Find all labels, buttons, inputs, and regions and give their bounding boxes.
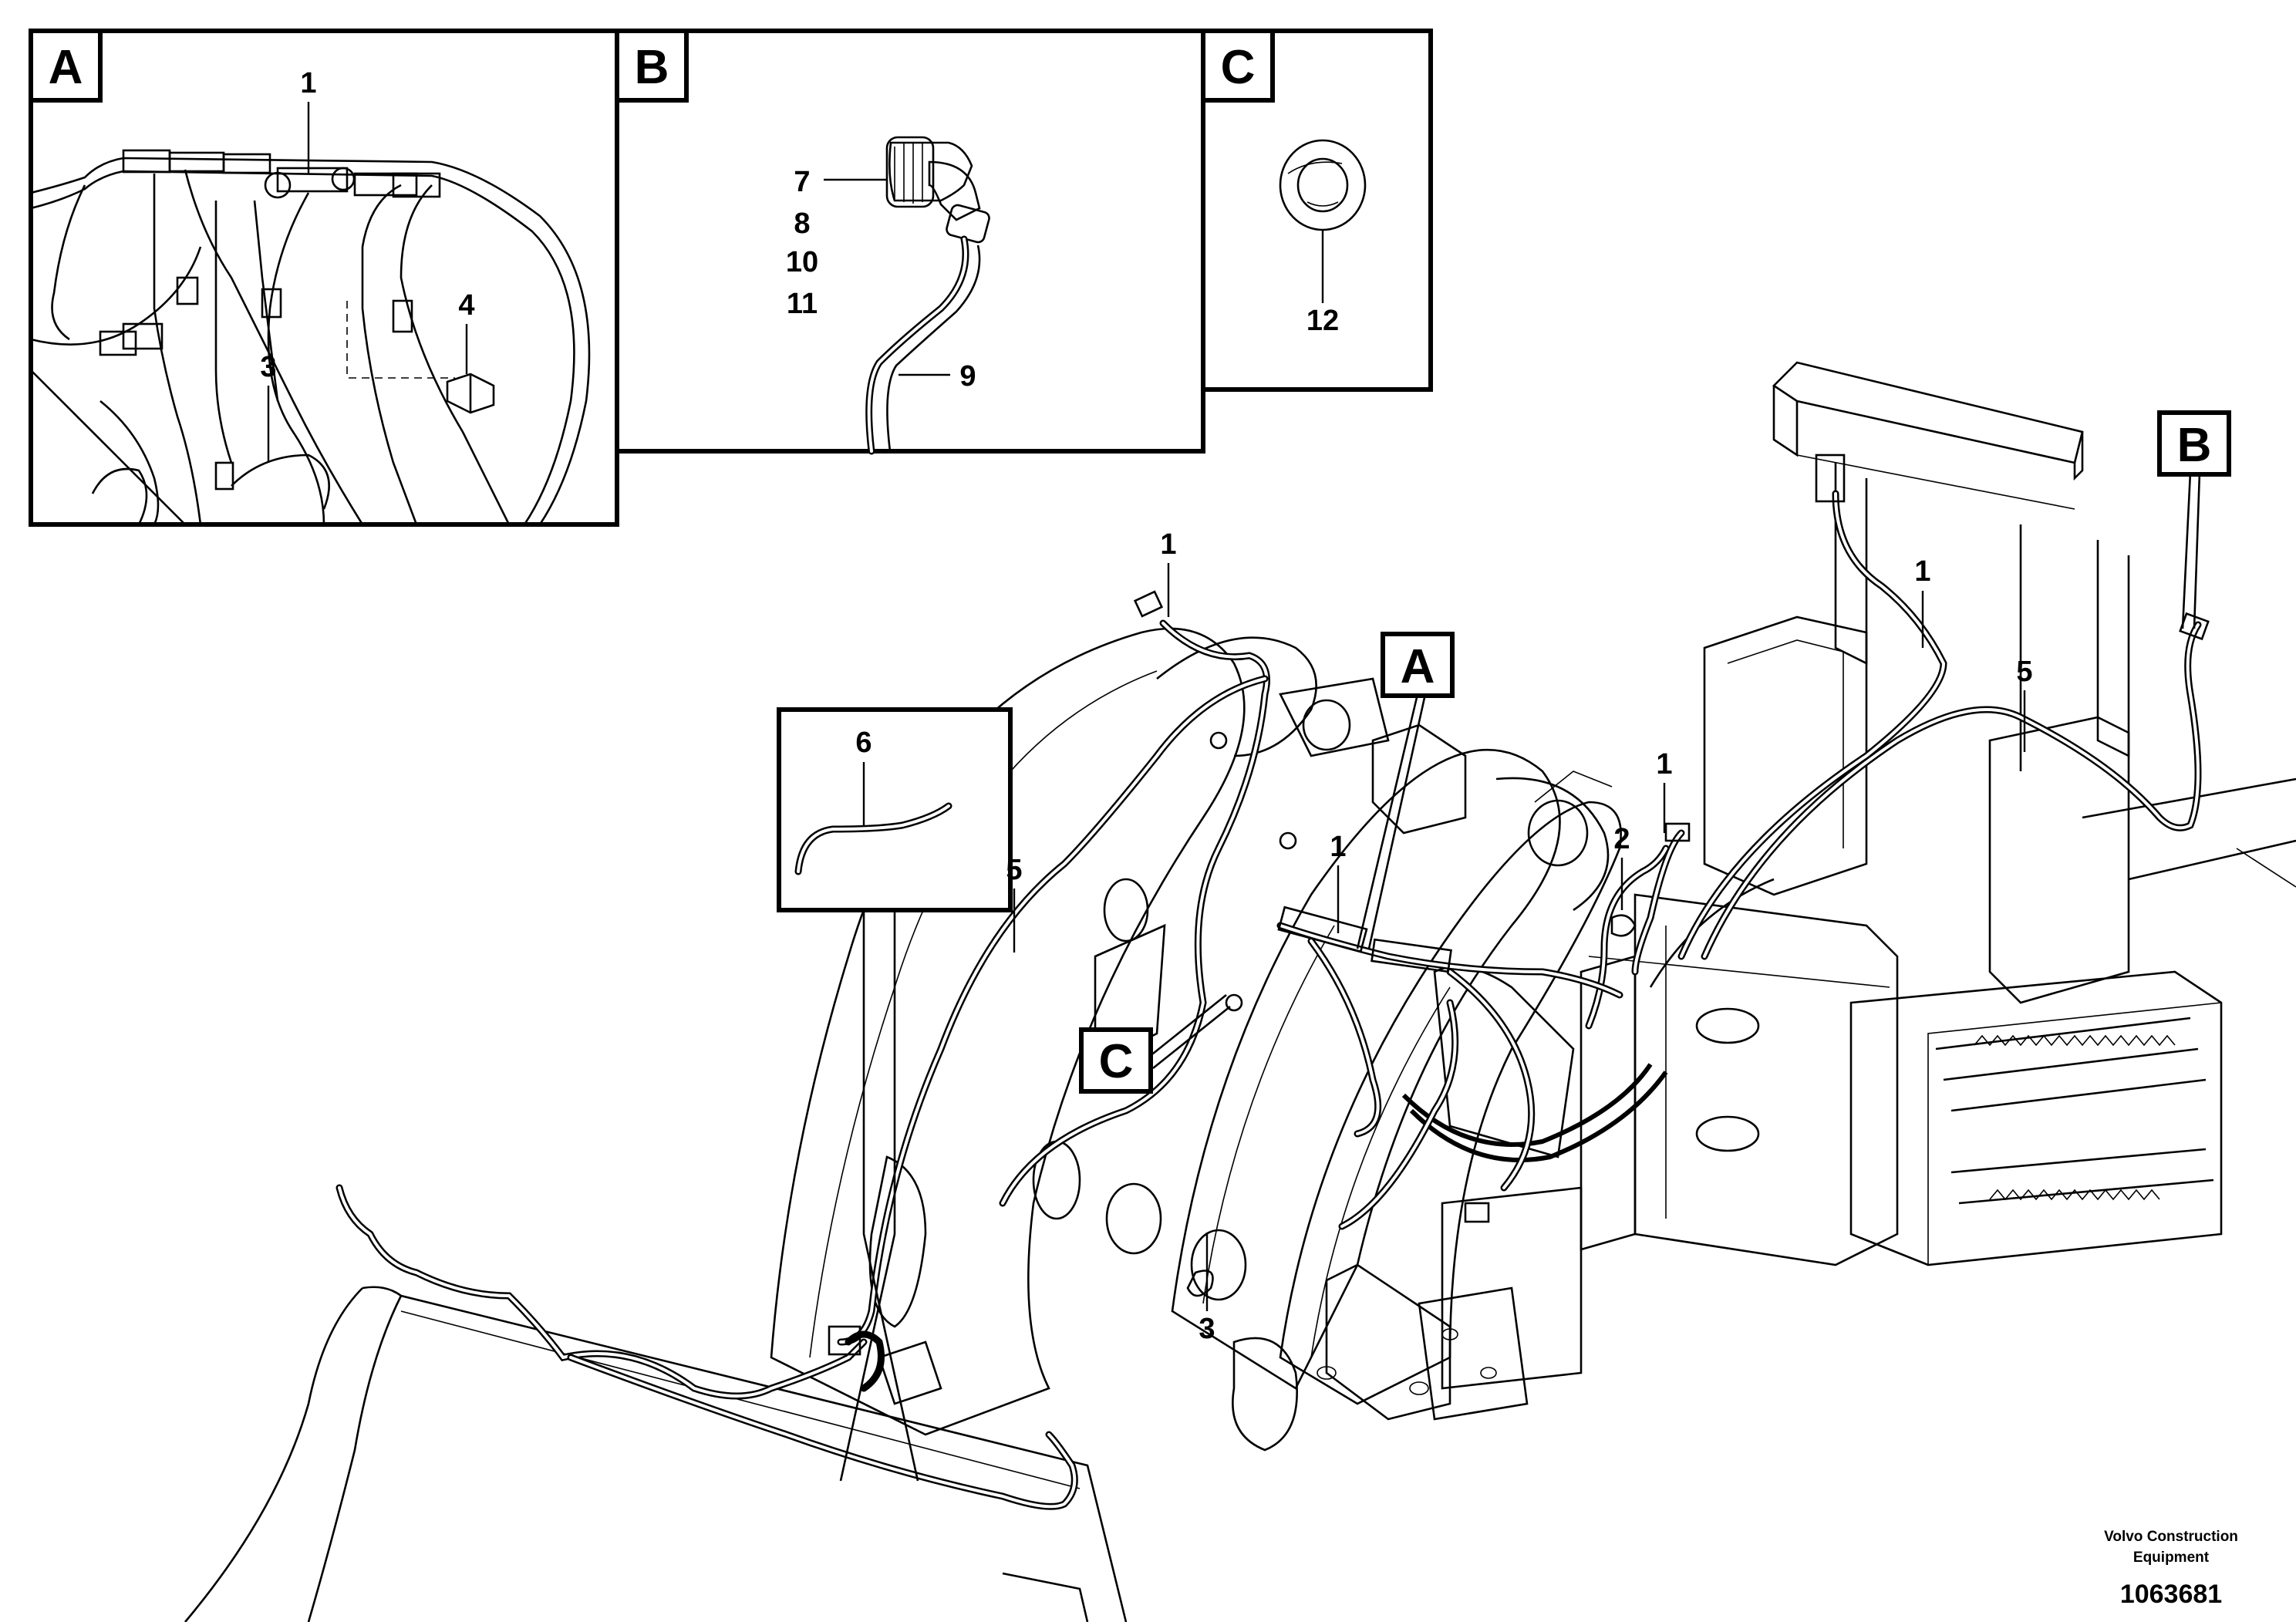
detail-view-c: C 12 <box>1201 29 1433 392</box>
main-tag-a-label: A <box>1401 640 1435 693</box>
bucket <box>184 1286 1128 1622</box>
main-callout-1-right: 1 <box>1656 748 1672 781</box>
detail-b-callout-11: 11 <box>787 288 818 320</box>
detail-c-callout-12: 12 <box>1306 305 1339 337</box>
detail-b-callout-10: 10 <box>786 246 818 278</box>
cable-harness-5 <box>335 490 2202 1510</box>
main-callout-1-center: 1 <box>1330 831 1346 863</box>
right-lift-arm <box>1279 771 1622 1421</box>
hose-detail-6: 6 <box>777 707 1013 1482</box>
detail-b-callout-9: 9 <box>959 360 976 393</box>
detail-a-callout-3: 3 <box>260 351 276 383</box>
hose-section-icon <box>794 802 952 875</box>
main-tag-c-label: C <box>1099 1035 1134 1088</box>
detail-a-tag: A <box>49 41 83 94</box>
main-tag-c: C <box>1079 993 1231 1094</box>
detail-a-callout-1: 1 <box>300 67 316 99</box>
rear-frame <box>1441 361 2296 1390</box>
main-callout-5-left: 5 <box>1006 854 1022 886</box>
main-callouts: 1 1 1 1 5 5 2 3 <box>1006 528 2032 1345</box>
detail-b-tag: B <box>635 41 669 94</box>
tilt-linkage <box>1105 677 1610 1452</box>
bolt-icon <box>446 373 495 414</box>
hydraulic-lines <box>1401 878 1775 1162</box>
footer: Volvo Construction Equipment 1063681 <box>2104 1529 2238 1609</box>
main-tag-a: A <box>1356 632 1455 949</box>
detail-b-callout-7: 7 <box>794 166 810 198</box>
main-callout-3: 3 <box>1199 1313 1215 1345</box>
main-tag-b-label: B <box>2177 419 2212 472</box>
hose-callout-6: 6 <box>855 727 872 759</box>
main-tag-b: B <box>2157 410 2231 629</box>
main-callout-1-top: 1 <box>1160 528 1176 561</box>
company-name-line2: Equipment <box>2133 1549 2210 1566</box>
loader-illustration <box>184 361 2296 1622</box>
document-number: 1063681 <box>2120 1580 2222 1609</box>
main-callout-1-rear: 1 <box>1914 555 1930 588</box>
main-callout-2: 2 <box>1613 823 1630 855</box>
main-callout-5-right: 5 <box>2016 656 2032 688</box>
detail-b-callout-8: 8 <box>794 207 810 240</box>
harness-connectors <box>828 454 2210 1356</box>
company-name-line1: Volvo Construction <box>2104 1529 2238 1545</box>
detail-a-callout-4: 4 <box>458 289 474 322</box>
detail-view-a: A 1 3 4 <box>29 29 619 527</box>
detail-c-tag: C <box>1221 41 1256 94</box>
detail-view-b: B 7 8 10 11 9 <box>615 29 1205 455</box>
